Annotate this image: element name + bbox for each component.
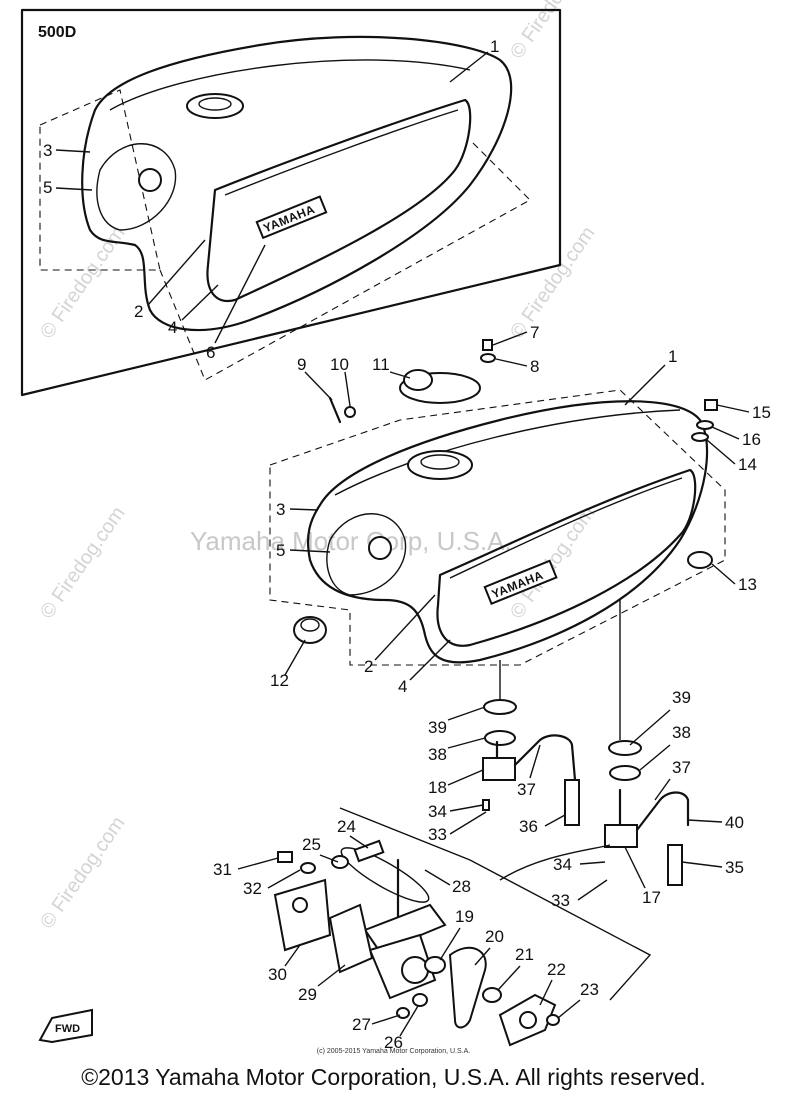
- callout-3-inset: 3: [43, 141, 52, 160]
- callout-13: 13: [738, 575, 757, 594]
- callout-15: 15: [752, 403, 771, 422]
- callout-5-inset: 5: [43, 178, 52, 197]
- callout-28: 28: [452, 877, 471, 896]
- callout-12: 12: [270, 671, 289, 690]
- callout-20: 20: [485, 927, 504, 946]
- copyright-notice: ©2013 Yamaha Motor Corporation, U.S.A. A…: [81, 1064, 706, 1090]
- callout-6-inset: 6: [206, 343, 215, 362]
- callout-34-right: 34: [553, 855, 572, 874]
- callout-39-left: 39: [428, 718, 447, 737]
- callout-22: 22: [547, 960, 566, 979]
- callout-39-right: 39: [672, 688, 691, 707]
- callout-14: 14: [738, 455, 757, 474]
- model-label: 500D: [38, 24, 76, 41]
- fuel-cock-assembly-right: 39 38 37 40 35 17 34 33 39 38 18 34 33 3…: [428, 600, 744, 910]
- main-tank-assembly: YAMAHA 1 7 8 9 10: [269, 323, 771, 696]
- callout-26: 26: [384, 1033, 403, 1052]
- callout-29: 29: [298, 985, 317, 1004]
- small-copyright: (c) 2005-2015 Yamaha Motor Corporation, …: [316, 1048, 471, 1055]
- callout-10: 10: [330, 355, 349, 374]
- callout-21: 21: [515, 945, 534, 964]
- callout-38-right: 38: [672, 723, 691, 742]
- callout-9: 9: [297, 355, 306, 374]
- callout-5-main: 5: [276, 541, 285, 560]
- callout-11: 11: [372, 355, 390, 374]
- inset-panel-500d: 500D YAMAHA 1 3 5 2 4 6: [20, 8, 562, 397]
- callout-25: 25: [302, 835, 321, 854]
- callout-30: 30: [268, 965, 287, 984]
- callout-33-left: 33: [428, 825, 447, 844]
- callout-7: 7: [530, 323, 539, 342]
- callout-19: 19: [455, 907, 474, 926]
- exploded-fuel-cock: FWD 24 25 31 32 28 19 20 21 22 23 30 29 …: [38, 807, 652, 1052]
- callout-36: 36: [519, 817, 538, 836]
- callout-4-main: 4: [398, 677, 407, 696]
- callout-8: 8: [530, 357, 539, 376]
- side-watermark-1: © Firedog.com: [36, 223, 129, 343]
- callout-1-main: 1: [668, 347, 677, 366]
- fuel-cap-part: [399, 369, 481, 404]
- center-watermark: Yamaha Motor Corp, U.S.A.: [190, 526, 512, 556]
- callout-1-inset: 1: [490, 37, 499, 56]
- side-watermark-3: © Firedog.com: [36, 813, 129, 933]
- callout-34-left: 34: [428, 802, 447, 821]
- callout-17: 17: [642, 888, 661, 907]
- knee-cap-part: [293, 616, 327, 644]
- callout-38-left: 38: [428, 745, 447, 764]
- callout-32: 32: [243, 879, 262, 898]
- callout-16: 16: [742, 430, 761, 449]
- callout-40: 40: [725, 813, 744, 832]
- callout-18: 18: [428, 778, 447, 797]
- side-watermark-5: © Firedog.com: [506, 503, 599, 623]
- callout-2-main: 2: [364, 657, 373, 676]
- callout-37-left: 37: [517, 780, 536, 799]
- side-watermark-4: © Firedog.com: [506, 223, 599, 343]
- callout-23: 23: [580, 980, 599, 999]
- callout-27: 27: [352, 1015, 371, 1034]
- side-watermark-2: © Firedog.com: [36, 503, 129, 623]
- callout-3-main: 3: [276, 500, 285, 519]
- callout-24: 24: [337, 817, 356, 836]
- callout-2-inset: 2: [134, 302, 143, 321]
- callout-31: 31: [213, 860, 232, 879]
- callout-37-right: 37: [672, 758, 691, 777]
- callout-35: 35: [725, 858, 744, 877]
- callout-4-inset: 4: [168, 318, 177, 337]
- fwd-label: FWD: [55, 1023, 80, 1035]
